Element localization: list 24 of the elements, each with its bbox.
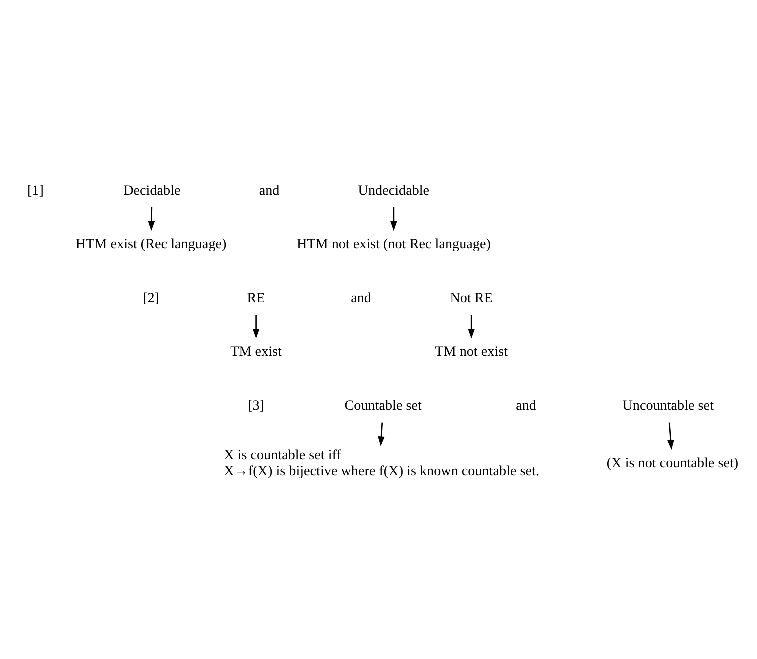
node-text: Countable set [344,398,422,414]
arrow [252,315,260,339]
node-text: Decidable [124,182,181,199]
node-text: X is countable set iff X→f(X) is bijective where f(X) is known countable set. [224,447,540,480]
label: [3] [248,398,265,414]
label: and [351,290,372,306]
node-text: HTM exist (Rec language) [76,236,227,253]
node-text: TM exist [230,344,282,360]
node-text: Undecidable [358,182,430,199]
label: [2] [143,290,160,306]
label: and [516,398,536,414]
label: [1] [27,182,44,199]
node-text: Not RE [450,290,493,306]
arrow [668,422,674,450]
arrow [378,422,385,446]
node-text: (X is not countable set) [606,455,739,472]
arrow [468,315,475,339]
arrow [148,207,156,232]
label: and [259,182,280,199]
arrow [390,207,398,232]
node-text: RE [247,290,266,306]
node-text: TM not exist [435,344,508,360]
node-text: HTM not exist (not Rec language) [296,236,491,253]
node-text: Uncountable set [622,398,714,414]
